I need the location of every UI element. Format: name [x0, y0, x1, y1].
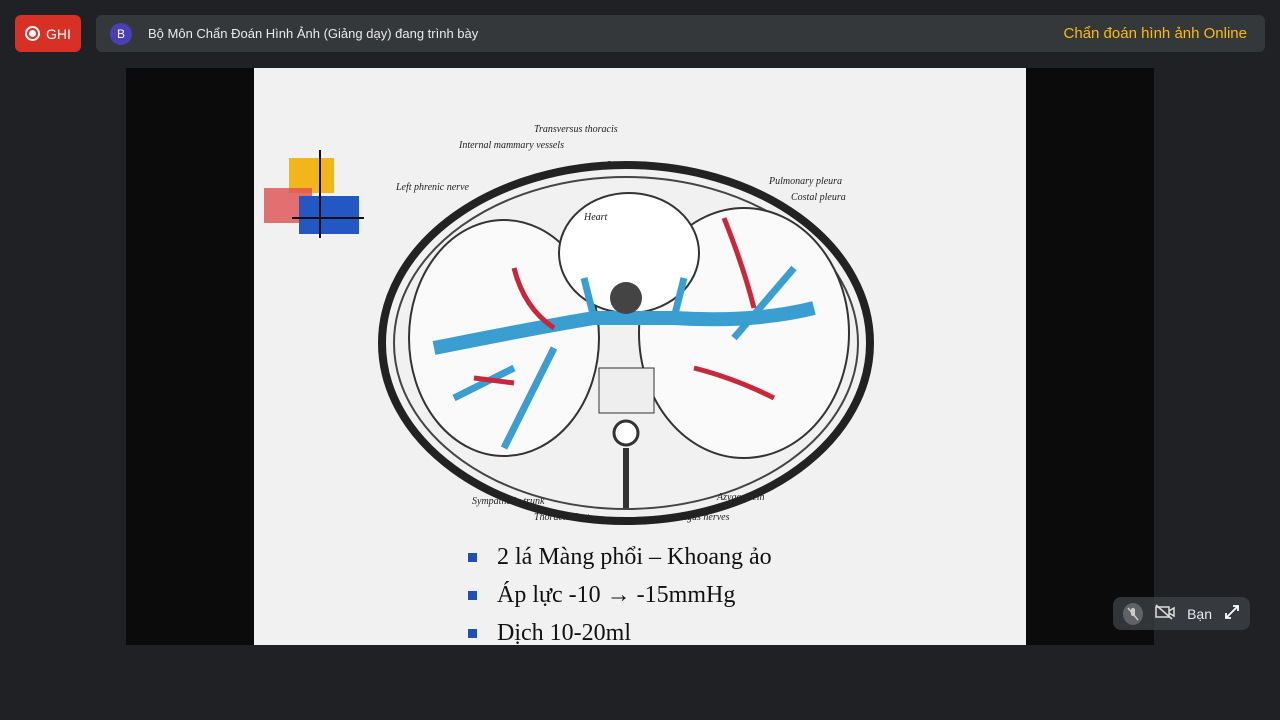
recording-label: GHI: [46, 25, 71, 42]
recording-indicator[interactable]: GHI: [15, 15, 81, 52]
bullet-item: 2 lá Màng phổi – Khoang ảo: [468, 538, 772, 576]
label-vagus: Vagus nerves: [677, 512, 730, 523]
label-sympathetic: Sympathetic trunk: [472, 496, 545, 507]
brand-name: Chẩn đoán hình ảnh Online: [1063, 25, 1247, 42]
camera-off-icon[interactable]: [1155, 604, 1175, 623]
bullet-item: Áp lực -10 → -15mmHg: [468, 576, 772, 614]
avatar: B: [110, 22, 132, 45]
expand-icon[interactable]: [1224, 604, 1240, 623]
bullet-text: Dịch 10-20ml: [497, 619, 631, 646]
presenter-bar: B Bộ Môn Chẩn Đoán Hình Ảnh (Giảng dạy) …: [96, 15, 1265, 52]
label-costal-pleura: Costal pleura: [791, 192, 846, 203]
label-sternum: Sternum: [606, 160, 639, 171]
presentation-slide: Transversus thoracis Internal mammary ve…: [254, 68, 1026, 645]
label-azygos: Azygos vein: [716, 492, 765, 503]
label-heart: Heart: [583, 212, 608, 223]
slide-logo: [264, 150, 364, 238]
self-name: Bạn: [1187, 605, 1212, 622]
label-pulmonary-pleura: Pulmonary pleura: [768, 176, 842, 187]
record-icon: [25, 26, 41, 41]
label-mammary: Internal mammary vessels: [458, 140, 564, 151]
self-view-tile[interactable]: Bạn: [1113, 597, 1250, 630]
label-thoracic-duct: Thoracic duct: [534, 512, 590, 523]
bullet-text: 2 lá Màng phổi – Khoang ảo: [497, 543, 772, 570]
bullet-text: Áp lực -10 → -15mmHg: [497, 581, 736, 608]
label-transversus: Transversus thoracis: [534, 124, 618, 135]
thorax-cross-section-diagram: Transversus thoracis Internal mammary ve…: [264, 124, 874, 525]
bullet-list: 2 lá Màng phổi – Khoang ảo Áp lực -10 → …: [468, 538, 772, 645]
label-phrenic: Left phrenic nerve: [395, 182, 470, 193]
bullet-item: Dịch 10-20ml: [468, 614, 772, 645]
presenter-text: Bộ Môn Chẩn Đoán Hình Ảnh (Giảng dạy) đa…: [148, 26, 479, 41]
mic-off-icon[interactable]: [1123, 602, 1144, 625]
